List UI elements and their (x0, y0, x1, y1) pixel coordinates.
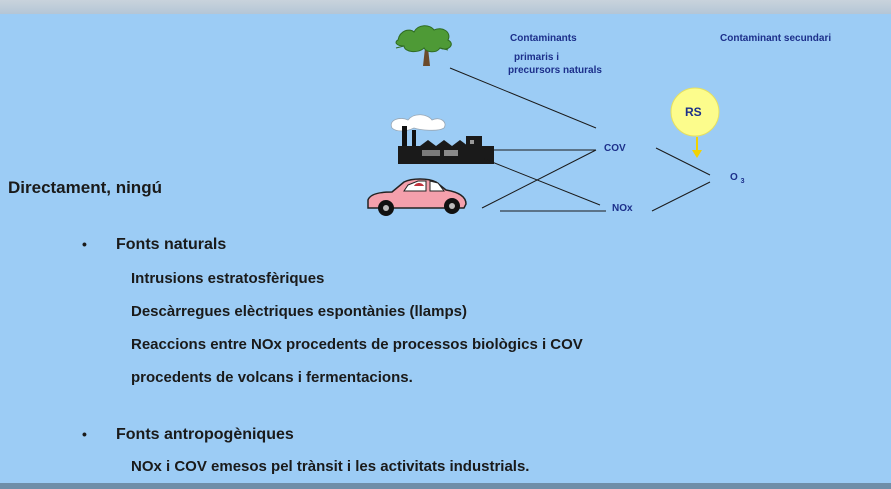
label-secondary: Contaminant secundari (720, 33, 832, 44)
line-nox-o3 (651, 181, 711, 212)
reaction-lines (449, 67, 711, 212)
bullet-natural-sources: • Fonts naturals (82, 236, 227, 254)
list-item: Reaccions entre NOx procedents de proces… (131, 336, 583, 353)
label-o3: O 3 (730, 172, 744, 188)
bullet-title: Fonts antropogèniques (116, 426, 294, 443)
list-item: NOx i COV emesos pel trànsit i les activ… (131, 458, 530, 475)
line-cov-o3 (655, 147, 711, 176)
arrow-down-icon (692, 137, 702, 158)
label-primary-line3: precursors naturals (508, 65, 602, 76)
line-factory-nox (481, 157, 601, 206)
label-cov: COV (604, 143, 626, 154)
label-primary-line1: Contaminants (510, 33, 577, 44)
label-rs: RS (685, 105, 702, 119)
bullet-dot: • (82, 426, 87, 442)
bullet-dot: • (82, 236, 87, 252)
page-heading: Directament, ningú (8, 178, 162, 197)
list-item: Descàrregues elèctriques espontànies (ll… (131, 303, 467, 320)
label-primary-line2: primaris i (514, 52, 560, 63)
line-car-cov (481, 149, 597, 209)
bottom-strip (0, 483, 891, 489)
factory-icon (390, 114, 494, 164)
label-nox: NOx (612, 203, 633, 214)
bullet-anthropogenic-sources: • Fonts antropogèniques (82, 426, 294, 444)
car-icon (367, 178, 467, 216)
top-strip (0, 0, 891, 14)
tree-icon (395, 25, 452, 66)
label-o3-subscript: 3 (740, 178, 745, 185)
line-tree-cov (449, 67, 597, 129)
label-o3-main: O (730, 172, 738, 183)
list-item: Intrusions estratosfèriques (131, 270, 325, 287)
bullet-title: Fonts naturals (116, 236, 227, 253)
sun-icon (670, 87, 720, 137)
list-item: procedents de volcans i fermentacions. (131, 369, 413, 386)
